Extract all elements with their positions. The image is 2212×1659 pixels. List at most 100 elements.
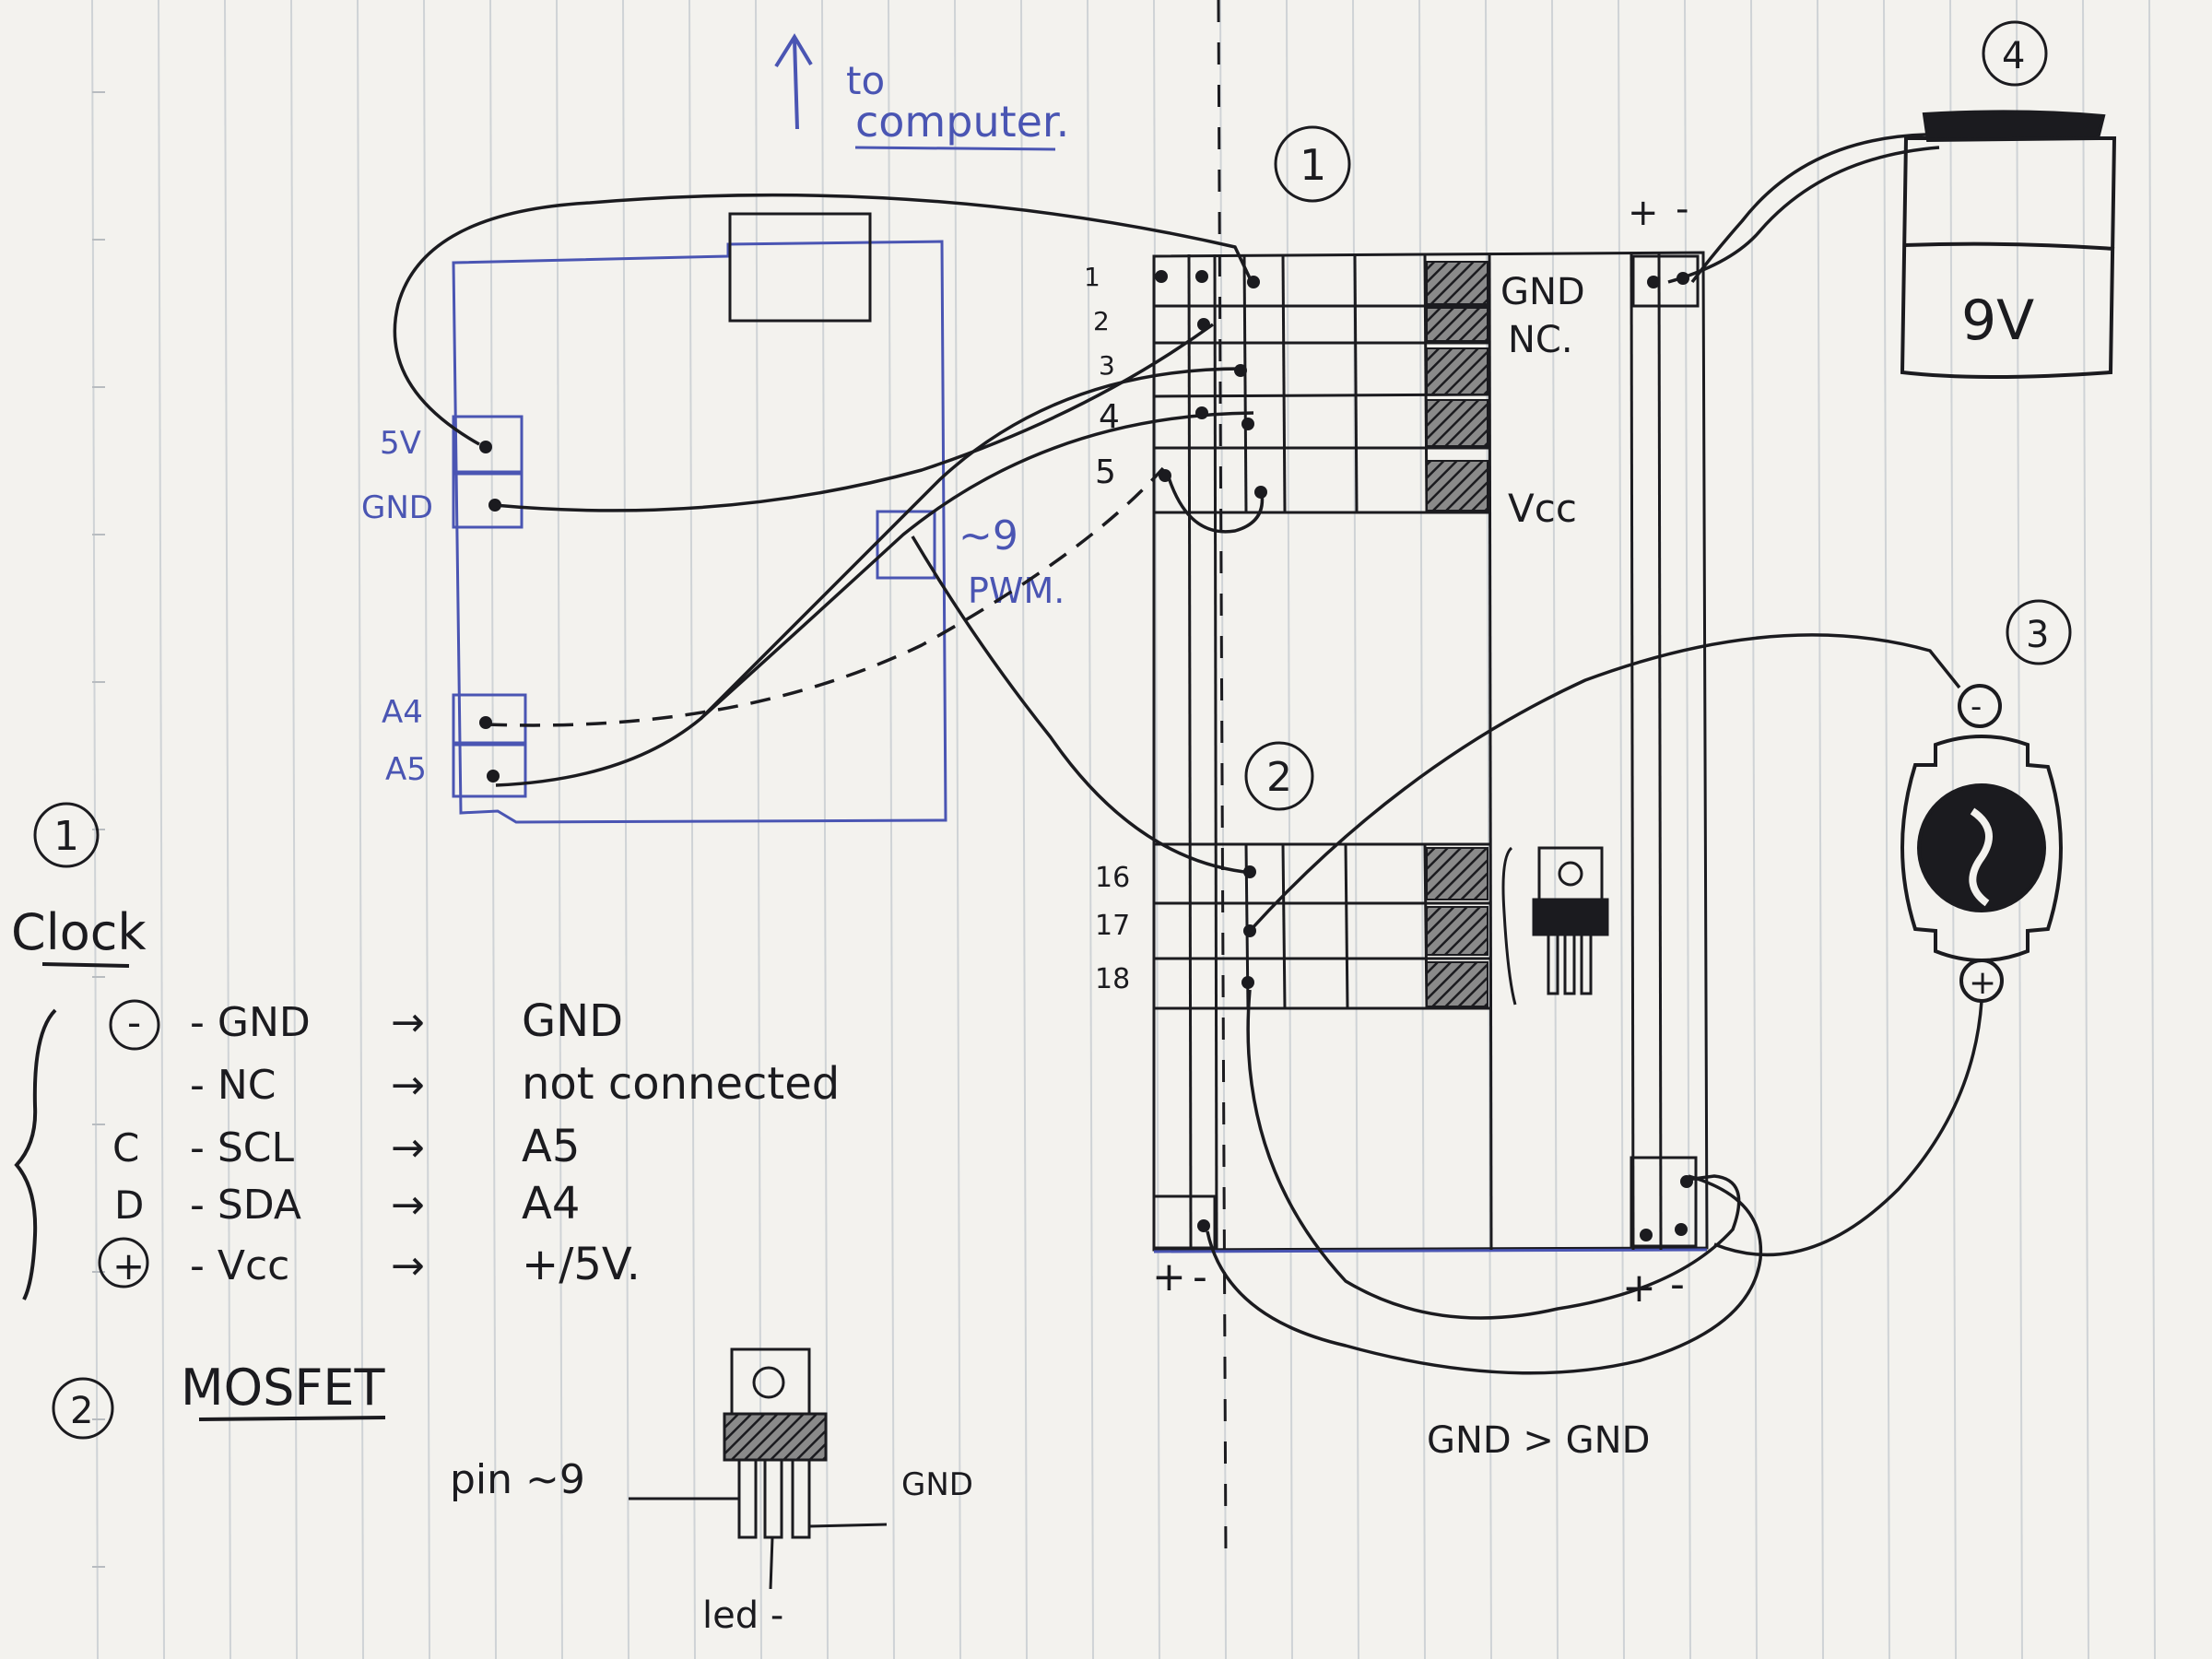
legend-clock-target: +/5V.: [522, 1239, 641, 1290]
rule-line: [1020, 0, 1028, 1659]
legend-mosfet-underline: [198, 1416, 386, 1421]
rule-line: [1087, 0, 1094, 1659]
battery-9v: [1900, 110, 2117, 379]
marker-battery: 4: [2002, 35, 2025, 77]
legend-clock-brace: [14, 1008, 57, 1300]
battery-label: 9V: [1961, 288, 2034, 353]
arrow-label-computer: computer.: [855, 97, 1069, 147]
arduino-pin-gnd: GND: [361, 489, 433, 526]
rule-line: [1883, 0, 1890, 1659]
clock-pin-gnd: GND: [1500, 271, 1585, 313]
board-mosfet: [1501, 846, 1609, 1006]
legend-clock-target: A5: [522, 1121, 580, 1172]
rule-line: [688, 0, 696, 1659]
arduino-pin-a5: A5: [385, 751, 427, 788]
connection-dots: [479, 270, 1693, 1241]
legend-clock-arrow: →: [391, 1124, 425, 1171]
legend-clock-target: not connected: [522, 1058, 840, 1110]
notebook-margin-ticks: [92, 91, 105, 1568]
rule-line: [1618, 0, 1625, 1659]
legend-mosfet-marker: 2: [70, 1390, 93, 1432]
legend-mosfet-drawing: [629, 1347, 888, 1590]
arduino-board: [452, 212, 947, 824]
legend-clock-pin: - SDA: [190, 1182, 301, 1229]
legend-clock-symbol-circles: [98, 999, 160, 1288]
legend-clock-arrow: →: [391, 1182, 425, 1229]
rule-line: [290, 0, 298, 1659]
legend-clock-title: Clock: [11, 903, 147, 961]
legend-mosfet-pin-right: GND: [901, 1466, 973, 1503]
rule-line: [888, 0, 895, 1659]
rule-line: [489, 0, 497, 1659]
rule-line: [1684, 0, 1691, 1659]
rule-line: [622, 0, 629, 1659]
row-number-16: 16: [1095, 862, 1130, 894]
fold-line: [1217, 0, 1228, 1559]
row-number-2: 2: [1093, 306, 1110, 336]
legend-clock-symbol: D: [114, 1182, 144, 1228]
marker-clock-board: 1: [1300, 140, 1326, 190]
clock-module-pins: [1426, 261, 1488, 512]
rule-line: [556, 0, 563, 1659]
clock-pin-vcc: Vcc: [1508, 486, 1577, 531]
arduino-pin-pwm-num: ~9: [959, 512, 1018, 559]
led-minus-sign: -: [1971, 688, 1982, 725]
legend-clock-arrow: →: [391, 1242, 425, 1289]
rail-top-minus: -: [1676, 188, 1688, 230]
row-number-18: 18: [1095, 963, 1130, 995]
rule-line: [2148, 0, 2156, 1659]
row-number-17: 17: [1095, 910, 1130, 942]
legend-mosfet-title: MOSFET: [181, 1359, 386, 1417]
rule-line: [755, 0, 762, 1659]
arrow-up-icon: [774, 33, 813, 130]
legend-clock-target: A4: [522, 1178, 580, 1230]
legend-clock-symbol: -: [127, 1000, 141, 1045]
legend-clock-target: GND: [522, 995, 623, 1047]
rule-line: [357, 0, 364, 1659]
breadboard-row-numbers: 1 2 3 4 5 16 17 18: [1084, 262, 1130, 995]
legend-mosfet-pin-bottom: led -: [702, 1594, 783, 1637]
legend-clock-arrow: →: [391, 1062, 425, 1109]
legend-clock-symbol: C: [112, 1125, 139, 1171]
clock-pin-nc: NC.: [1508, 319, 1573, 361]
rail-left-plus: +: [1152, 1253, 1186, 1300]
row-number-5: 5: [1095, 453, 1116, 491]
rule-line: [954, 0, 961, 1659]
legend-clock-arrow: →: [391, 999, 425, 1046]
legend-clock-pin: - GND: [190, 999, 311, 1046]
marker-circles: [33, 20, 2072, 1440]
row-number-4: 4: [1099, 398, 1120, 436]
bottom-note: GND > GND: [1427, 1419, 1650, 1462]
rule-line: [1551, 0, 1559, 1659]
rule-line: [1418, 0, 1426, 1659]
rule-line: [1286, 0, 1293, 1659]
sda-dashed-wire: [486, 466, 1165, 727]
legend-clock-pin: - NC: [190, 1062, 276, 1109]
wires: [393, 133, 1983, 1375]
rule-line: [1750, 0, 1758, 1659]
legend-clock-underline: [41, 962, 130, 968]
legend-mosfet-pin-left: pin ~9: [450, 1456, 585, 1503]
rule-line: [1219, 0, 1227, 1659]
rail-top-plus: +: [1628, 192, 1659, 234]
breadboard: [1152, 251, 1709, 1253]
rule-line: [224, 0, 231, 1659]
legend-clock-pin: - Vcc: [190, 1242, 289, 1289]
rule-line: [1817, 0, 1824, 1659]
rule-line: [423, 0, 430, 1659]
arduino-pin-5v: 5V: [380, 425, 421, 462]
rule-line: [821, 0, 829, 1659]
legend-clock-pin: - SCL: [190, 1124, 295, 1171]
computer-underline: [854, 146, 1056, 151]
arduino-pin-pwm: PWM.: [968, 571, 1065, 611]
notebook-rules: [91, 0, 2156, 1659]
rule-line: [2082, 0, 2089, 1659]
arduino-pin-a4: A4: [382, 694, 423, 731]
led-star: [1900, 684, 2063, 1003]
legend-clock-marker: 1: [53, 813, 79, 860]
row-number-3: 3: [1099, 350, 1115, 381]
rail-left-minus: -: [1193, 1253, 1207, 1300]
